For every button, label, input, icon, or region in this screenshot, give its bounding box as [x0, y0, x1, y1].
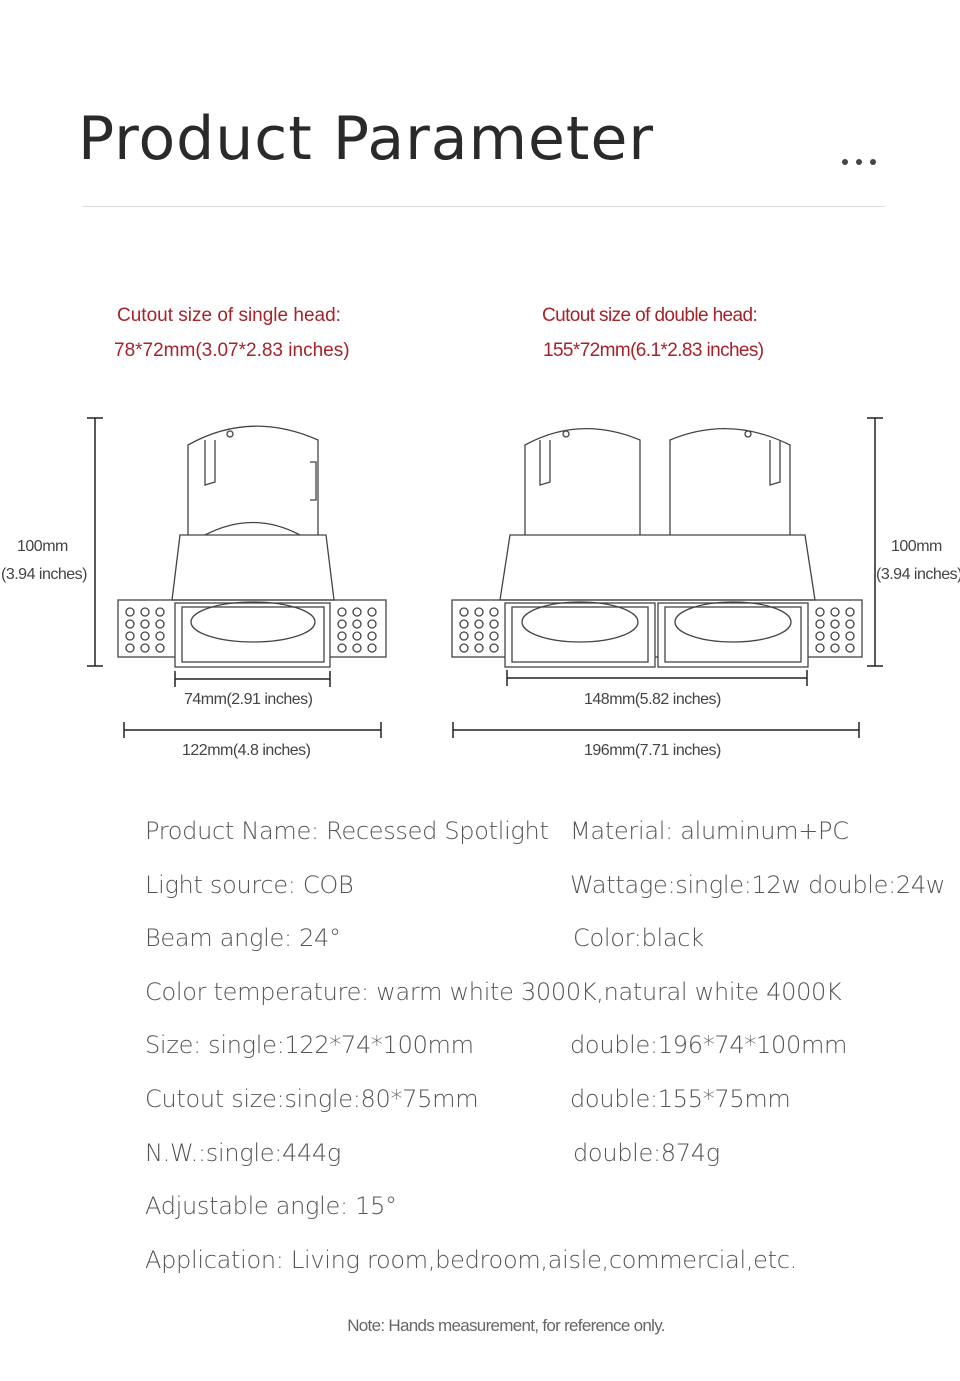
ellipsis-icon [842, 150, 884, 169]
spec-size: Size: single:122*74*100mm [145, 1031, 474, 1059]
spec-adjustable-angle: Adjustable angle: 15° [145, 1192, 397, 1220]
divider [82, 206, 885, 207]
double-height-in: (3.94 inches) [876, 566, 960, 583]
product-drawings [87, 417, 883, 738]
spec-size-double: double:196*74*100mm [570, 1031, 848, 1059]
page-title: Product Parameter [78, 104, 655, 174]
single-cutout-value: 78*72mm(3.07*2.83 inches) [114, 340, 350, 361]
spec-light-source: Light source: COB [145, 871, 354, 899]
double-cutout-value: 155*72mm(6.1*2.83 inches) [543, 340, 764, 361]
spec-application: Application: Living room,bedroom,aisle,c… [145, 1246, 797, 1274]
double-cutout-label: Cutout size of double head: [542, 305, 758, 326]
flange-holes [125, 607, 377, 653]
single-head-drawing [117, 425, 387, 668]
spec-beam-angle: Beam angle: 24° [145, 924, 341, 952]
single-height-in: (3.94 inches) [1, 566, 88, 583]
double-outer-width: 196mm(7.71 inches) [584, 742, 721, 759]
spec-net-weight: N.W.:single:444g [145, 1139, 341, 1167]
spec-cutout-size: Cutout size:single:80*75mm [145, 1085, 479, 1113]
spec-color-temperature: Color temperature: warm white 3000K,natu… [145, 978, 842, 1006]
spec-material: Material: aluminum+PC [570, 817, 849, 845]
dimension-lines [87, 417, 883, 738]
single-outer-width: 122mm(4.8 inches) [182, 742, 311, 759]
double-head-drawing [451, 428, 863, 668]
double-height-mm: 100mm [891, 538, 942, 555]
spec-wattage: Wattage:single:12w double:24w [570, 871, 946, 899]
spec-product-name: Product Name: Recessed Spotlight [145, 817, 549, 845]
spec-color: Color:black [573, 924, 704, 952]
single-inner-width: 74mm(2.91 inches) [184, 691, 313, 708]
single-cutout-label: Cutout size of single head: [117, 305, 341, 326]
footnote: Note: Hands measurement, for reference o… [347, 1316, 665, 1335]
spec-weight-double: double:874g [573, 1139, 720, 1167]
single-height-mm: 100mm [17, 538, 68, 555]
double-inner-width: 148mm(5.82 inches) [584, 691, 721, 708]
spec-cutout-double: double:155*75mm [570, 1085, 791, 1113]
